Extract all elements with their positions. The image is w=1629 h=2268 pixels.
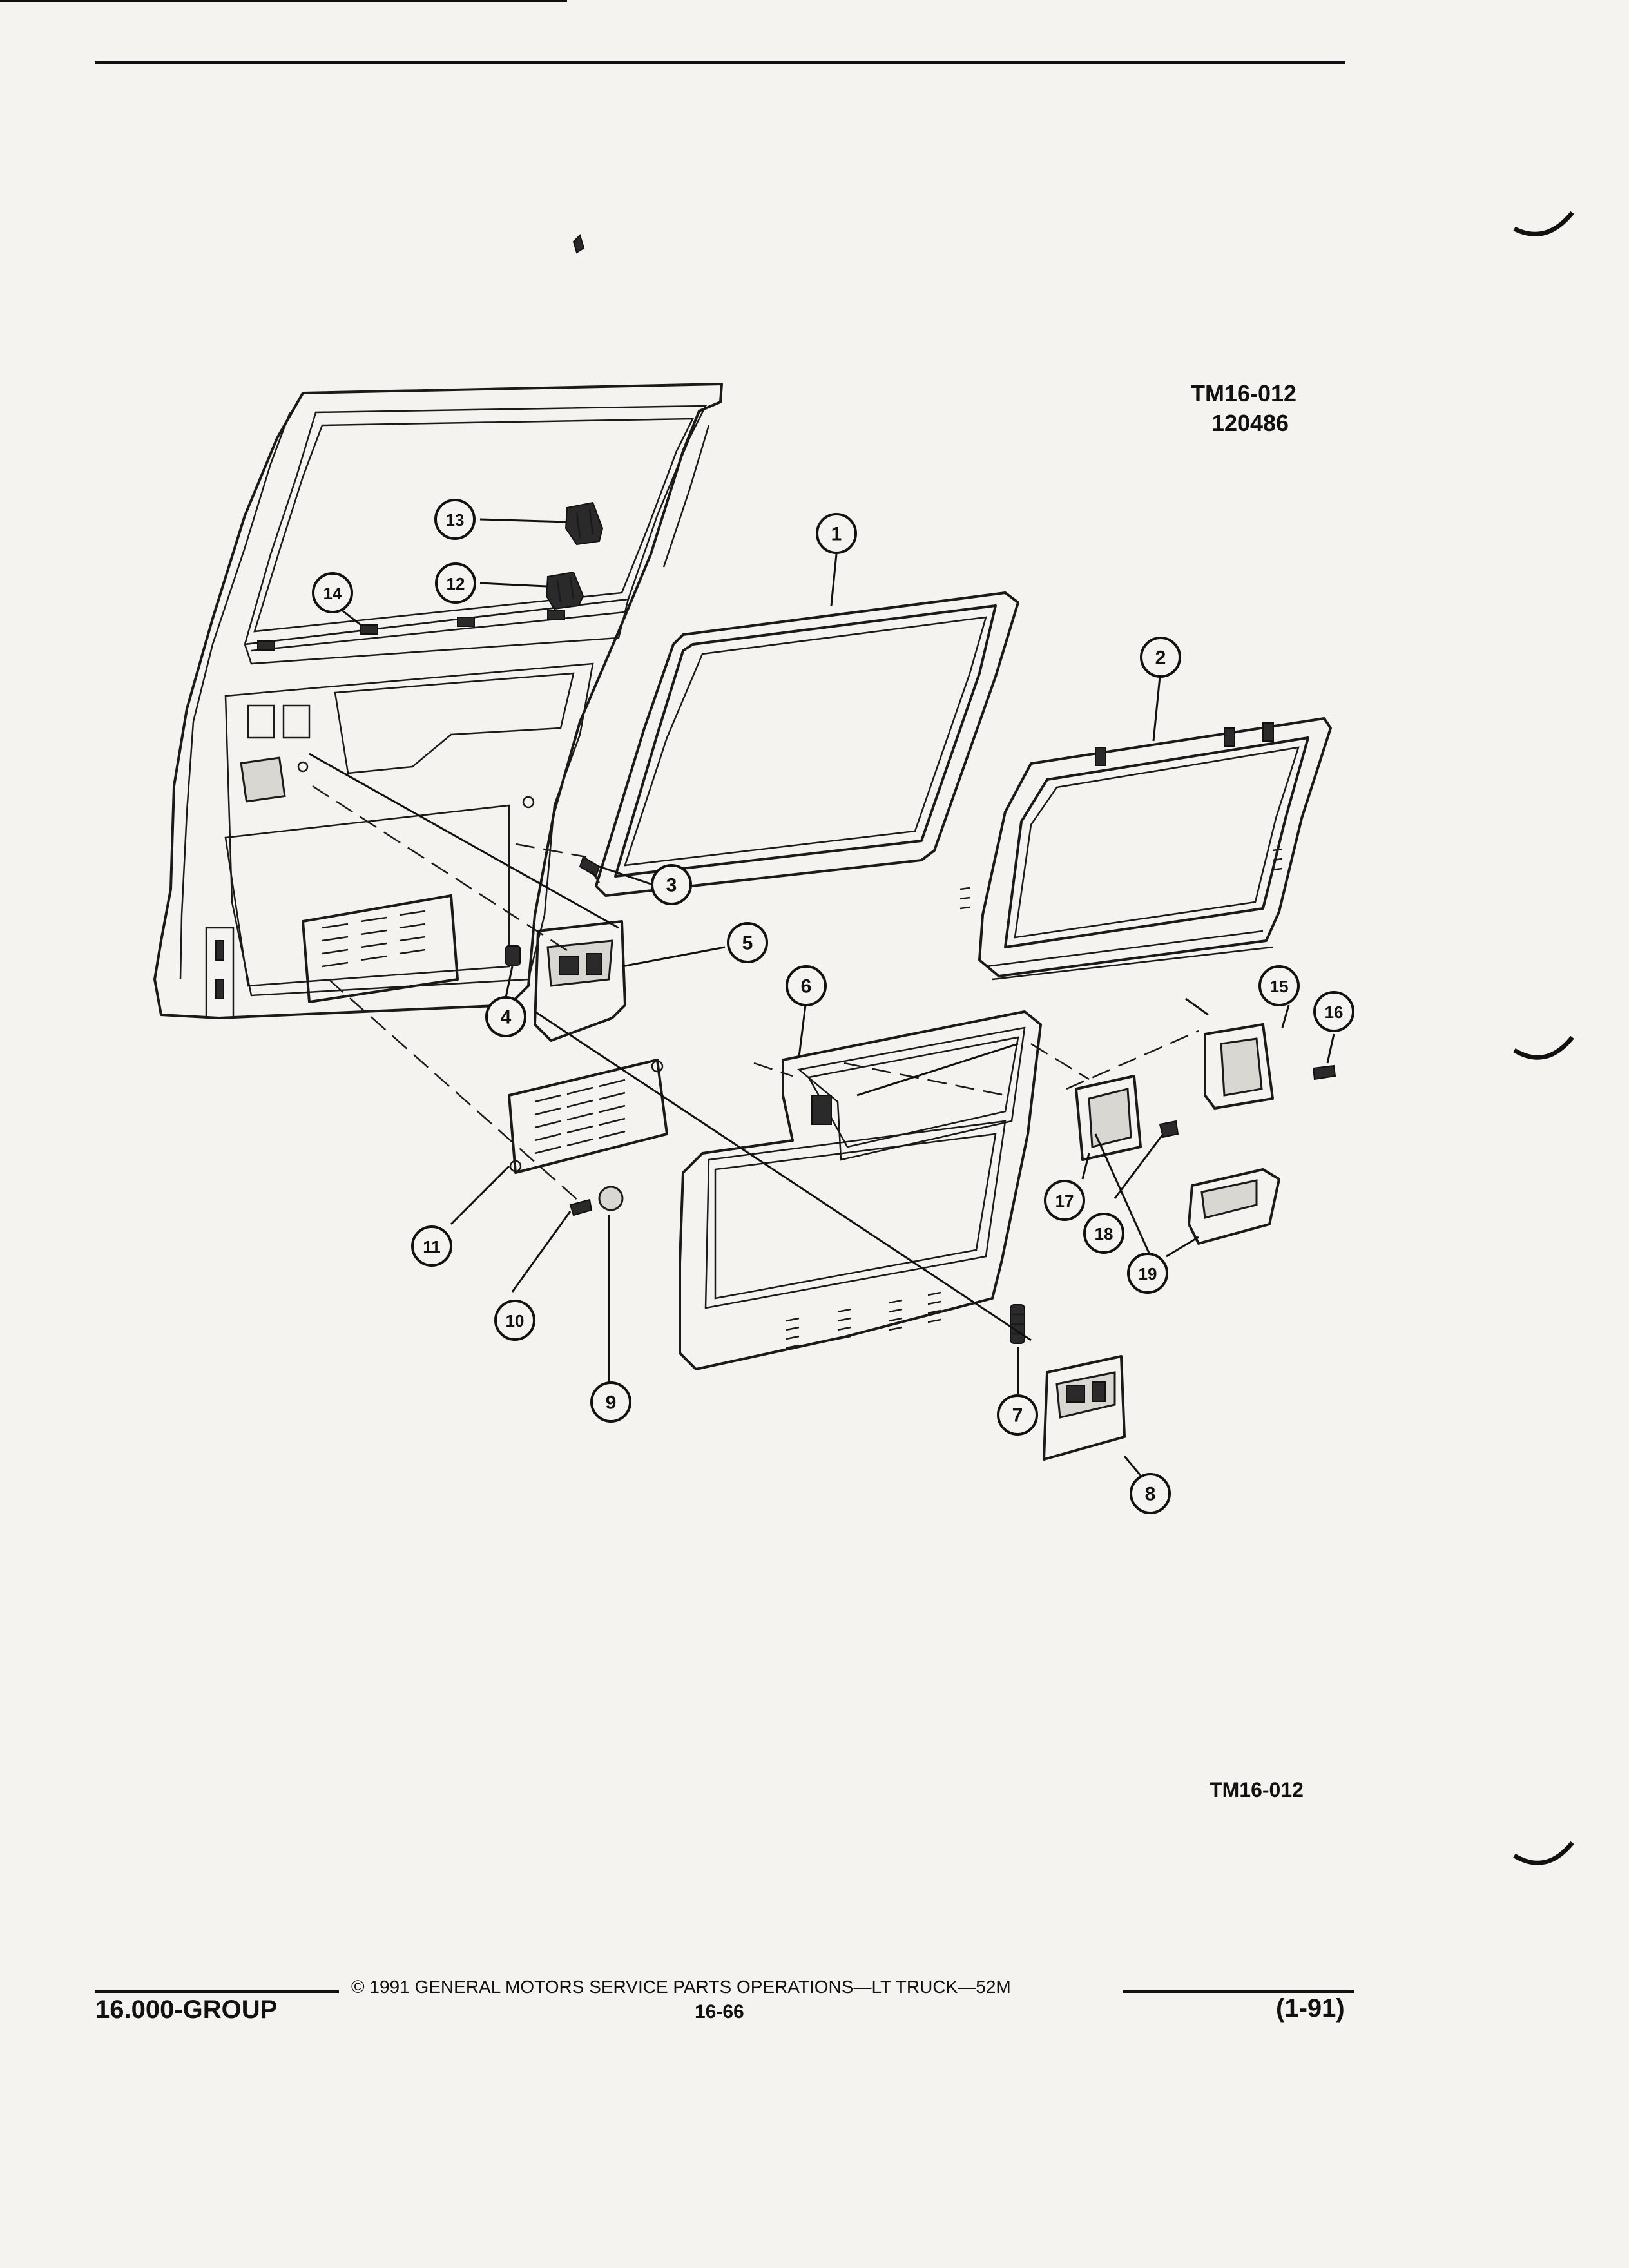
callout-15: 15 xyxy=(1270,977,1289,996)
part-15-handle-housing xyxy=(1204,1023,1274,1110)
callout-14: 14 xyxy=(323,584,342,603)
footer-page-number: 16-66 xyxy=(695,2001,744,2023)
door-inner-panel xyxy=(153,383,723,1019)
callout-4: 4 xyxy=(501,1007,512,1028)
part-18-screw xyxy=(1159,1120,1179,1139)
footer-group: 16.000-GROUP xyxy=(95,1995,278,2024)
callout-9: 9 xyxy=(606,1392,617,1414)
assembly-lines xyxy=(309,753,1209,1341)
part-11-vent-grille xyxy=(508,1059,668,1174)
part-1-glass-weatherstrip xyxy=(595,591,1019,897)
binder-marks xyxy=(1513,211,1574,1865)
callout-12: 12 xyxy=(447,574,465,593)
part-19-handle-cup xyxy=(1188,1168,1280,1245)
callout-8: 8 xyxy=(1145,1484,1156,1505)
part-17-inside-handle-bezel xyxy=(1075,1075,1142,1161)
callout-bubbles xyxy=(312,499,1354,1514)
clip-13 xyxy=(564,501,604,546)
callout-19: 19 xyxy=(1139,1264,1157,1283)
footer-rule-left xyxy=(95,1990,339,1993)
callout-17: 17 xyxy=(1055,1191,1074,1211)
part-16-screw xyxy=(1312,1064,1336,1081)
header-rule xyxy=(95,61,1345,64)
callout-7: 7 xyxy=(1012,1405,1023,1427)
callout-5: 5 xyxy=(742,933,753,954)
callout-numbers: 1 2 3 4 5 6 7 8 9 10 11 12 13 14 15 16 1… xyxy=(323,510,1344,1505)
part-7-spring-clip xyxy=(1010,1304,1025,1344)
part-2-window-garnish xyxy=(959,717,1332,981)
callout-3: 3 xyxy=(666,875,677,896)
footer-rule-right xyxy=(1123,1990,1354,1993)
part-3-screw xyxy=(579,856,601,883)
ink-speck xyxy=(572,234,585,254)
callout-1: 1 xyxy=(831,524,842,545)
callout-11: 11 xyxy=(423,1237,441,1256)
callout-13: 13 xyxy=(446,510,465,530)
figure-ref-code: TM16-012 xyxy=(1190,380,1297,407)
part-6-trim-panel xyxy=(679,1010,1042,1370)
part-10-screw xyxy=(569,1198,593,1216)
callout-6: 6 xyxy=(801,976,812,997)
footer-revision: (1-91) xyxy=(1276,1994,1345,2023)
callout-18: 18 xyxy=(1095,1224,1113,1244)
callout-10: 10 xyxy=(506,1311,525,1331)
part-5-handle-bezel xyxy=(534,920,626,1042)
top-edge-rule xyxy=(0,0,567,2)
figure-ref-date: 120486 xyxy=(1211,410,1289,436)
leader-lines xyxy=(331,518,1335,1484)
clip-12 xyxy=(545,571,584,610)
callout-16: 16 xyxy=(1325,1003,1344,1022)
footer-copyright: © 1991 GENERAL MOTORS SERVICE PARTS OPER… xyxy=(351,1977,1011,1997)
figure-bottom-ref: TM16-012 xyxy=(1210,1778,1304,1802)
part-8-switch-plate xyxy=(1043,1355,1126,1461)
callout-2: 2 xyxy=(1155,648,1166,669)
part-4-nut xyxy=(505,945,521,966)
part-9-push-pin xyxy=(598,1186,624,1211)
